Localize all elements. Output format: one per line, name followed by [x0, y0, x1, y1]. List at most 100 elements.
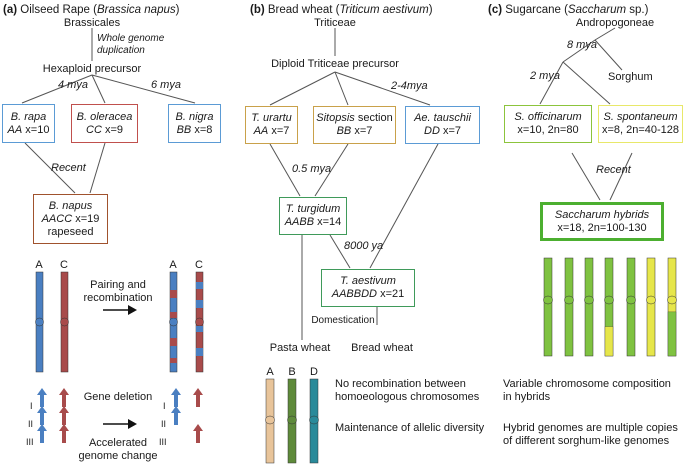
b-rapa-genome: AA — [7, 123, 23, 136]
ae-tauschii-box: Ae. tauschii DD x=7 — [405, 106, 480, 144]
ae-tauschii-name: Ae. tauschii — [414, 112, 471, 124]
sugar-note-2-line1: Hybrid genomes are multiple copies — [503, 422, 678, 434]
sugar-recent-label: Recent — [596, 164, 631, 176]
t-turgidum-name: T. turgidum — [285, 203, 341, 215]
wheat-note-1-line2: homoeologous chromosomes — [335, 391, 480, 403]
gene-c-right-3 — [193, 424, 203, 443]
b-rapa-box: B. rapa AA x=10 — [2, 104, 55, 143]
chromosome-c-before — [60, 271, 69, 373]
sugar-note-2-line2: of different sorghum-like genomes — [503, 435, 670, 447]
sitopsis-count: x=7 — [354, 125, 373, 137]
roman-1-right: I — [163, 401, 166, 411]
t-turgidum-box: T. turgidum AABB x=14 — [279, 197, 347, 235]
sugar-chromosome-2 — [564, 257, 574, 357]
saccharum-hybrids-name: Saccharum hybrids — [554, 208, 650, 221]
panel-a-letter: (a) — [3, 4, 18, 16]
b-oleracea-name: B. oleracea — [76, 110, 133, 123]
b-nigra-count: x=8 — [194, 123, 213, 136]
roman-3-right: III — [159, 437, 167, 447]
chromosome-c-after — [195, 271, 204, 373]
t-urartu-count: x=7 — [271, 125, 290, 137]
panel-c-title-pre: Sugarcane ( — [505, 4, 568, 16]
panel-a-title-post: ) — [175, 4, 180, 16]
chrom-label-c-right: C — [195, 259, 203, 271]
b-oleracea-count: x=9 — [104, 123, 123, 136]
t-aestivum-name: T. aestivum — [340, 275, 396, 287]
s-spontaneum-name: S. spontaneum — [603, 111, 678, 123]
wheat-age-2-4mya: 2-4mya — [391, 80, 428, 92]
wheat-chromosome-b — [287, 378, 297, 464]
wheat-chromosome-a — [265, 378, 275, 464]
roman-1-left: I — [30, 401, 33, 411]
wgd-label-line1: Whole genome — [97, 33, 165, 44]
gene-c-right-1 — [193, 388, 203, 407]
pairing-label-line2: recombination — [83, 292, 153, 304]
b-napus-count: x=19 — [75, 212, 100, 225]
wheat-age-0-5mya: 0.5 mya — [292, 163, 332, 175]
triticeae-label: Triticeae — [314, 17, 356, 29]
b-oleracea-box: B. oleracea CC x=9 — [71, 104, 138, 143]
sitopsis-genome: BB — [336, 125, 352, 137]
sugar-chromosome-5 — [626, 257, 636, 357]
t-turgidum-count: x=14 — [317, 216, 342, 228]
wheat-chromosome-d — [309, 378, 319, 464]
brassica-age-6mya: 6 mya — [151, 79, 181, 91]
sugar-age-2mya: 2 mya — [530, 70, 560, 82]
b-oleracea-genome: CC — [86, 123, 102, 136]
chrom-label-a-left: A — [35, 259, 43, 271]
panel-b-title-species: Triticum aestivum — [339, 4, 429, 16]
hexaploid-precursor-label: Hexaploid precursor — [42, 63, 142, 75]
panel-b-title: (b) Bread wheat (Triticum aestivum) — [250, 4, 433, 17]
wheat-chrom-label-a: A — [266, 366, 274, 378]
s-officinarum-count: x=10, 2n=80 — [517, 124, 579, 136]
t-aestivum-box: T. aestivum AABBDD x=21 — [321, 269, 415, 307]
panel-b-title-pre: Bread wheat ( — [267, 4, 340, 16]
b-napus-box: B. napus AACC x=19 rapeseed — [33, 194, 108, 244]
brassicales-label: Brassicales — [63, 17, 121, 29]
wheat-chrom-label-d: D — [310, 366, 318, 378]
b-nigra-name: B. nigra — [175, 110, 214, 123]
wheat-chrom-label-b: B — [288, 366, 296, 378]
gene-a-right-2 — [171, 406, 181, 425]
sitopsis-name: Sitopsis — [316, 112, 355, 124]
t-urartu-name: T. urartu — [251, 112, 292, 124]
gene-a-left-2 — [37, 406, 47, 425]
roman-2-right: II — [161, 419, 167, 429]
accelerated-label-line2: genome change — [78, 450, 158, 462]
chrom-label-a-right: A — [169, 259, 177, 271]
saccharum-hybrids-box: Saccharum hybrids x=18, 2n=100-130 — [540, 202, 664, 241]
b-napus-genome: AACC — [41, 212, 73, 225]
brassica-age-4mya: 4 mya — [58, 79, 88, 91]
panel-a-title: (a) Oilseed Rape (Brassica napus) — [3, 4, 179, 17]
panel-c-letter: (c) — [488, 4, 503, 16]
gene-c-left-2 — [59, 406, 69, 425]
gene-a-right-1 — [171, 388, 181, 407]
wheat-note-2: Maintenance of allelic diversity — [335, 422, 485, 434]
s-officinarum-box: S. officinarum x=10, 2n=80 — [504, 105, 592, 143]
chrom-label-c-left: C — [60, 259, 68, 271]
accelerated-label-line1: Accelerated — [88, 437, 148, 449]
wgd-label-line2: duplication — [97, 45, 145, 56]
panel-b-letter: (b) — [250, 4, 265, 16]
b-napus-name: B. napus — [48, 199, 93, 212]
sugar-chromosome-3 — [584, 257, 594, 357]
andropogoneae-label: Andropogoneae — [575, 17, 655, 29]
b-rapa-name: B. rapa — [10, 110, 47, 123]
t-aestivum-count: x=21 — [380, 288, 405, 300]
pasta-wheat-label: Pasta wheat — [269, 342, 331, 354]
sugar-note-1-line2: in hybrids — [503, 391, 551, 403]
wheat-note-1-line1: No recombination between — [335, 378, 466, 390]
brassica-recent-label: Recent — [51, 162, 86, 174]
sugar-chromosome-7 — [667, 257, 677, 357]
b-nigra-box: B. nigra BB x=8 — [168, 104, 221, 143]
roman-3-left: III — [26, 437, 34, 447]
panel-c-title-post: sp.) — [626, 4, 649, 16]
t-urartu-genome: AA — [253, 125, 269, 137]
diploid-precursor-label: Diploid Triticeae precursor — [271, 58, 399, 70]
panel-a-title-pre: Oilseed Rape ( — [20, 4, 97, 16]
gene-a-left-3 — [37, 424, 47, 443]
s-spontaneum-count: x=8, 2n=40-128 — [601, 124, 680, 136]
sugar-chromosome-4 — [604, 257, 614, 357]
b-nigra-genome: BB — [176, 123, 192, 136]
s-spontaneum-box: S. spontaneum x=8, 2n=40-128 — [598, 105, 683, 143]
